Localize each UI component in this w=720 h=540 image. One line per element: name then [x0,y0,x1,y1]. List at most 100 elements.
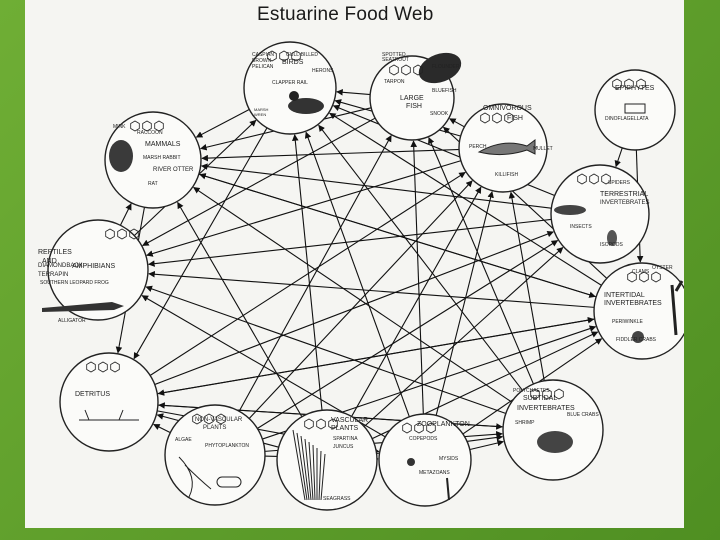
trophic-hexagon-icon [216,413,226,425]
mullet-icon [477,139,536,156]
node-label: PERCH [469,144,487,150]
arrow-nonvascular_plants-to-detritus [153,423,173,434]
node-label: SUBTIDAL [523,395,557,402]
node-label: PELICAN [252,64,274,70]
trophic-hexagon-icon [192,413,202,425]
arrow-detritus-to-omnivorous_fish [148,171,466,377]
node-label: NON-VASCULAR [195,417,243,423]
node-label: MYSIDS [439,456,459,462]
node-label: DINOFLAGELLATA [605,116,649,122]
arrow-subtidal_invertebrates-to-reptiles [145,285,508,415]
grass-blade-icon [308,441,314,501]
arrow-omnivorous_fish-to-reptiles [146,159,463,257]
node-label: MAMMALS [145,141,181,148]
node-label: WREN [254,112,266,117]
marsh-grass-icon [670,280,684,336]
node-label: JUNCUS [333,444,354,450]
arrow-intertidal_invertebrates-to-detritus [157,318,597,396]
node-label: EPIPHYTES [615,85,655,92]
fiddler-crab-icon [632,331,644,343]
node-label: ISOPODS [600,242,623,248]
node-terrestrial-invertebrates: SPIDERSTERRESTRIALINVERTEBRATESINSECTSIS… [550,164,650,264]
node-label: INTERTIDAL [604,292,645,299]
node-label: INVERTEBRATES [517,405,575,412]
node-label: SPARTINA [333,436,358,442]
trophic-hexagon-icon [117,228,127,240]
node-label: BLUEFISH [432,88,457,94]
node-label: VASCULAR [331,417,368,424]
node-label: METAZOANS [419,470,450,476]
node-label: BIRDS [282,59,304,66]
node-label: MULLET [533,146,553,152]
arrow-mammals-to-intertidal_invertebrates [196,173,596,298]
arrow-terrestrial_invertebrates-to-mammals [200,163,554,209]
phytoplankton-icon [216,476,242,488]
trophic-hexagon-icon [154,120,164,132]
trophic-hexagon-icon [542,388,552,400]
node-circle [164,404,266,506]
node-label: LARGE [400,95,424,102]
node-label: FISH [507,115,523,122]
trophic-hexagon-icon [651,271,661,283]
node-label: FLOUNDER [432,64,460,70]
arrow-nonvascular_plants-to-large_fish [237,135,392,414]
node-label: MINK [113,124,126,130]
node-circle [593,262,684,360]
trophic-hexagon-icon [402,422,412,434]
arrow-epiphytes-to-terrestrial_invertebrates [614,145,624,168]
trophic-hexagon-icon [426,422,436,434]
trophic-hexagon-icon [304,418,314,430]
arrow-reptiles-to-mammals [119,203,132,228]
trophic-hexagon-icon [204,413,214,425]
node-label: RIVER OTTER [153,167,194,173]
grass-blade-icon [292,429,306,501]
node-label: CASPIAN [252,52,274,58]
node-label: PERIWINKLE [612,319,644,325]
node-label: FISH [406,103,422,110]
node-circle [550,164,650,264]
arrow-subtidal_invertebrates-to-omnivorous_fish [508,191,546,383]
node-label: GULL-BILLED [286,52,318,58]
node-label: MARSH RABBIT [143,155,181,161]
arrow-omnivorous_fish-to-mammals [201,148,462,162]
mysid-icon [446,477,450,501]
arrow-large_fish-to-reptiles [142,116,378,246]
trophic-hexagon-icon [414,422,424,434]
trophic-hexagon-icon [601,173,611,185]
node-label: PLANTS [203,425,226,431]
epiphyte-cell-icon [624,103,646,114]
trophic-hexagon-icon [639,271,649,283]
node-label: HERONS [312,68,334,74]
flounder-icon [418,52,462,84]
trophic-hexagon-icon [110,361,120,373]
trophic-hexagon-icon [627,271,637,283]
node-label: AND [42,258,57,265]
arrow-vascular_plants-to-mammals [177,201,304,419]
node-label: PLANTS [331,425,359,432]
arrow-zooplankton-to-large_fish [410,140,424,417]
trophic-hexagon-icon [142,120,152,132]
trophic-hexagon-icon [554,388,564,400]
diagram-title: Estuarine Food Web [257,4,434,25]
node-label: ALGAE [175,437,192,443]
node-circle [594,69,676,151]
trophic-hexagon-icon [98,361,108,373]
grass-blade-icon [312,444,316,501]
trophic-hexagon-icon [316,418,326,430]
arrow-subtidal_invertebrates-to-birds [318,124,525,393]
node-label: ZOOPLANKTON [417,421,470,428]
trophic-hexagon-icon [504,112,514,124]
node-label: SPOTTED [382,52,406,58]
node-circle [104,111,202,209]
node-epiphytes: EPIPHYTES DINOFLAGELLATA [594,69,676,151]
node-circle [59,352,159,452]
node-label: SPIDERS [608,180,631,186]
node-label: SEATROUT [382,57,409,63]
trophic-hexagon-icon [129,228,139,240]
detritus-particles-icon [79,409,139,421]
node-label: FIDDLER CRABS [616,337,657,343]
